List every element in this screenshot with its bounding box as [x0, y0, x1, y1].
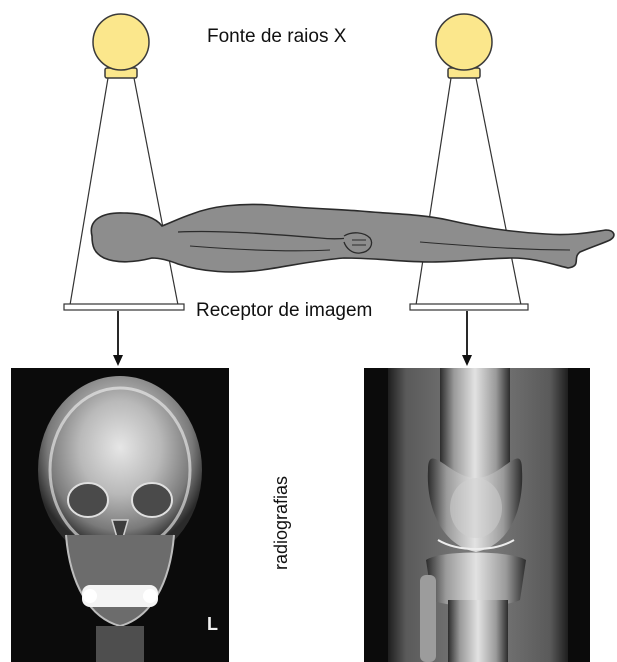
knee-radiograph	[364, 368, 590, 662]
left-x-ray-tube-icon	[93, 14, 149, 78]
left-arrow	[113, 311, 123, 366]
skull-radiograph: L	[11, 368, 229, 662]
radiographs-label: radiografias	[271, 476, 292, 570]
skull-marker-label: L	[207, 614, 218, 634]
right-image-receptor	[410, 304, 528, 310]
image-receptor-label: Receptor de imagem	[196, 300, 372, 322]
left-image-receptor	[64, 304, 184, 310]
left-x-ray-beam	[70, 78, 178, 305]
x-ray-source-label: Fonte de raios X	[207, 26, 346, 48]
human-body-silhouette	[91, 204, 614, 272]
right-x-ray-beam	[416, 78, 521, 305]
right-x-ray-tube-icon	[436, 14, 492, 78]
right-arrow	[462, 311, 472, 366]
